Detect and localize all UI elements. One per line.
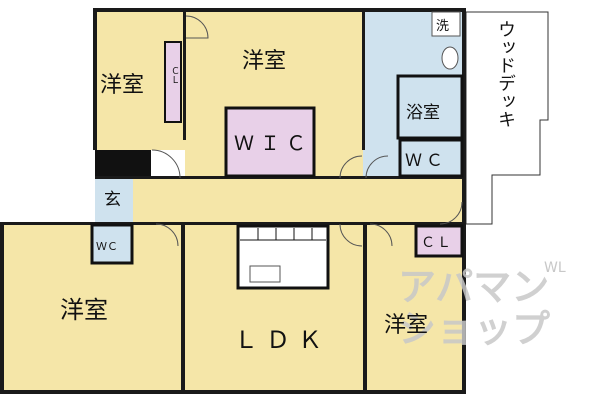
label-wic: ＷＩＣ [234,131,312,155]
wall-top-center-right [362,10,365,150]
wall-bottom-left-right [181,224,185,392]
wall-hall-bottom [2,222,462,225]
watermark-line2: ショップ [398,307,550,351]
sink-icon [249,265,281,283]
entrance-area [95,178,133,223]
wall-ldk-right [363,224,367,392]
label-wc-top: ＷＣ [405,151,447,171]
stair-block [95,150,151,176]
label-closet-top-left: ＣＬ [169,66,179,84]
label-western-bottom-left: 洋室 [60,296,108,324]
label-western-bottom-right: 洋室 [384,313,428,338]
watermark-line1: アパマン [398,265,549,309]
wc-left [90,223,134,265]
closet-top-left [164,41,182,123]
hallway [95,178,463,223]
outer-wall-bottom [0,390,466,394]
outer-wall-top [95,8,466,12]
label-laundry: 洗 [436,19,449,34]
washbasin-icon [441,46,459,70]
wc-top [398,138,464,178]
outer-wall-right [462,8,466,394]
outer-wall-left-lower [0,222,4,394]
label-wood-deck: ウッドデッキ [495,20,516,128]
bath-room [396,74,464,140]
laundry-box [431,11,461,37]
label-entrance: 玄 [104,190,121,210]
label-bath: 浴室 [406,103,440,123]
label-ldk: ＬＤＫ [234,326,330,354]
label-closet-bottom-right: ＣＬ [421,235,453,251]
closet-bottom-right [414,224,464,258]
wall-top-left-right [183,10,186,140]
label-wc-left: ＷＣ [96,240,118,253]
label-western-top-left: 洋室 [100,73,144,98]
label-western-top-center: 洋室 [242,49,286,74]
outer-wall-left-upper [93,8,97,150]
door-swings [151,15,463,247]
walk-in-closet [224,106,316,178]
wood-deck-area [465,11,549,225]
kitchen-shelf [240,228,326,241]
watermark-corner: WL [544,260,566,276]
